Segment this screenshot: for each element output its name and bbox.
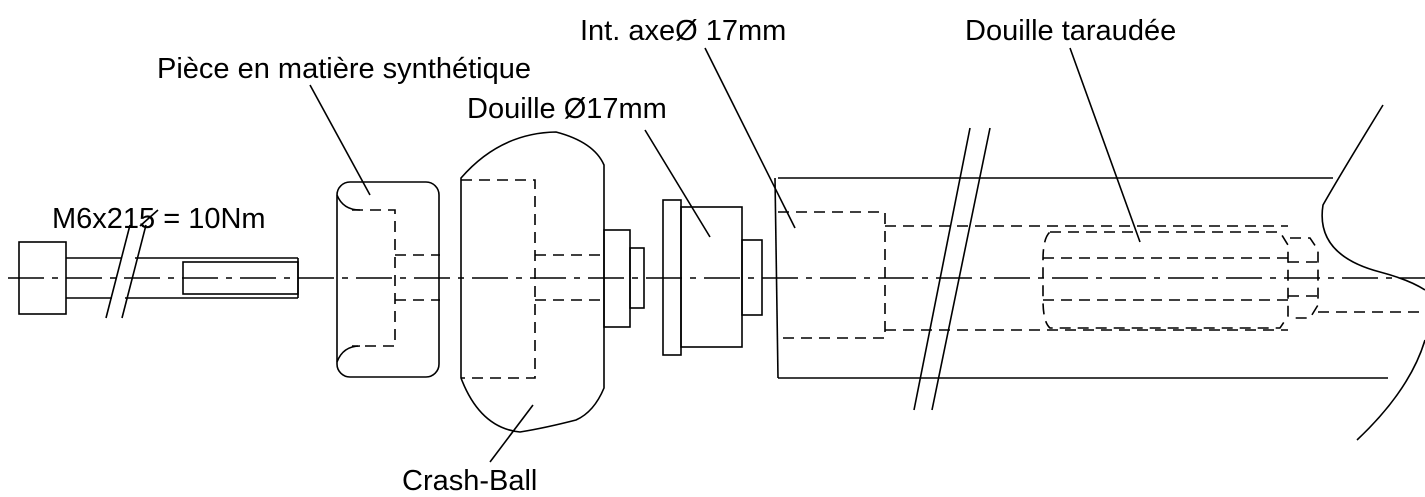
leader-line-plastic-part bbox=[309, 84, 371, 196]
label-crash-ball: Crash-Ball bbox=[402, 465, 537, 497]
leader-line-bolt bbox=[139, 209, 159, 227]
bolt bbox=[18, 224, 299, 319]
label-threaded-sleeve: Douille taraudée bbox=[965, 15, 1176, 47]
label-axle-inner: Int. axeØ 17mm bbox=[580, 15, 786, 47]
plastic-part bbox=[336, 181, 440, 378]
label-plastic-part: Pièce en matière synthétique bbox=[157, 53, 531, 85]
leader-line-axle-inner bbox=[704, 47, 796, 229]
label-sleeve: Douille Ø17mm bbox=[467, 93, 667, 125]
threaded-sleeve bbox=[1042, 231, 1425, 329]
crash-ball bbox=[460, 131, 645, 433]
axle-tube bbox=[774, 104, 1425, 441]
sleeve bbox=[662, 199, 763, 356]
label-bolt: M6x215 = 10Nm bbox=[52, 203, 266, 235]
leader-line-sleeve bbox=[644, 129, 711, 238]
leader-line-crash-ball bbox=[489, 404, 534, 463]
leader-line-threaded-sleeve bbox=[1069, 47, 1141, 243]
